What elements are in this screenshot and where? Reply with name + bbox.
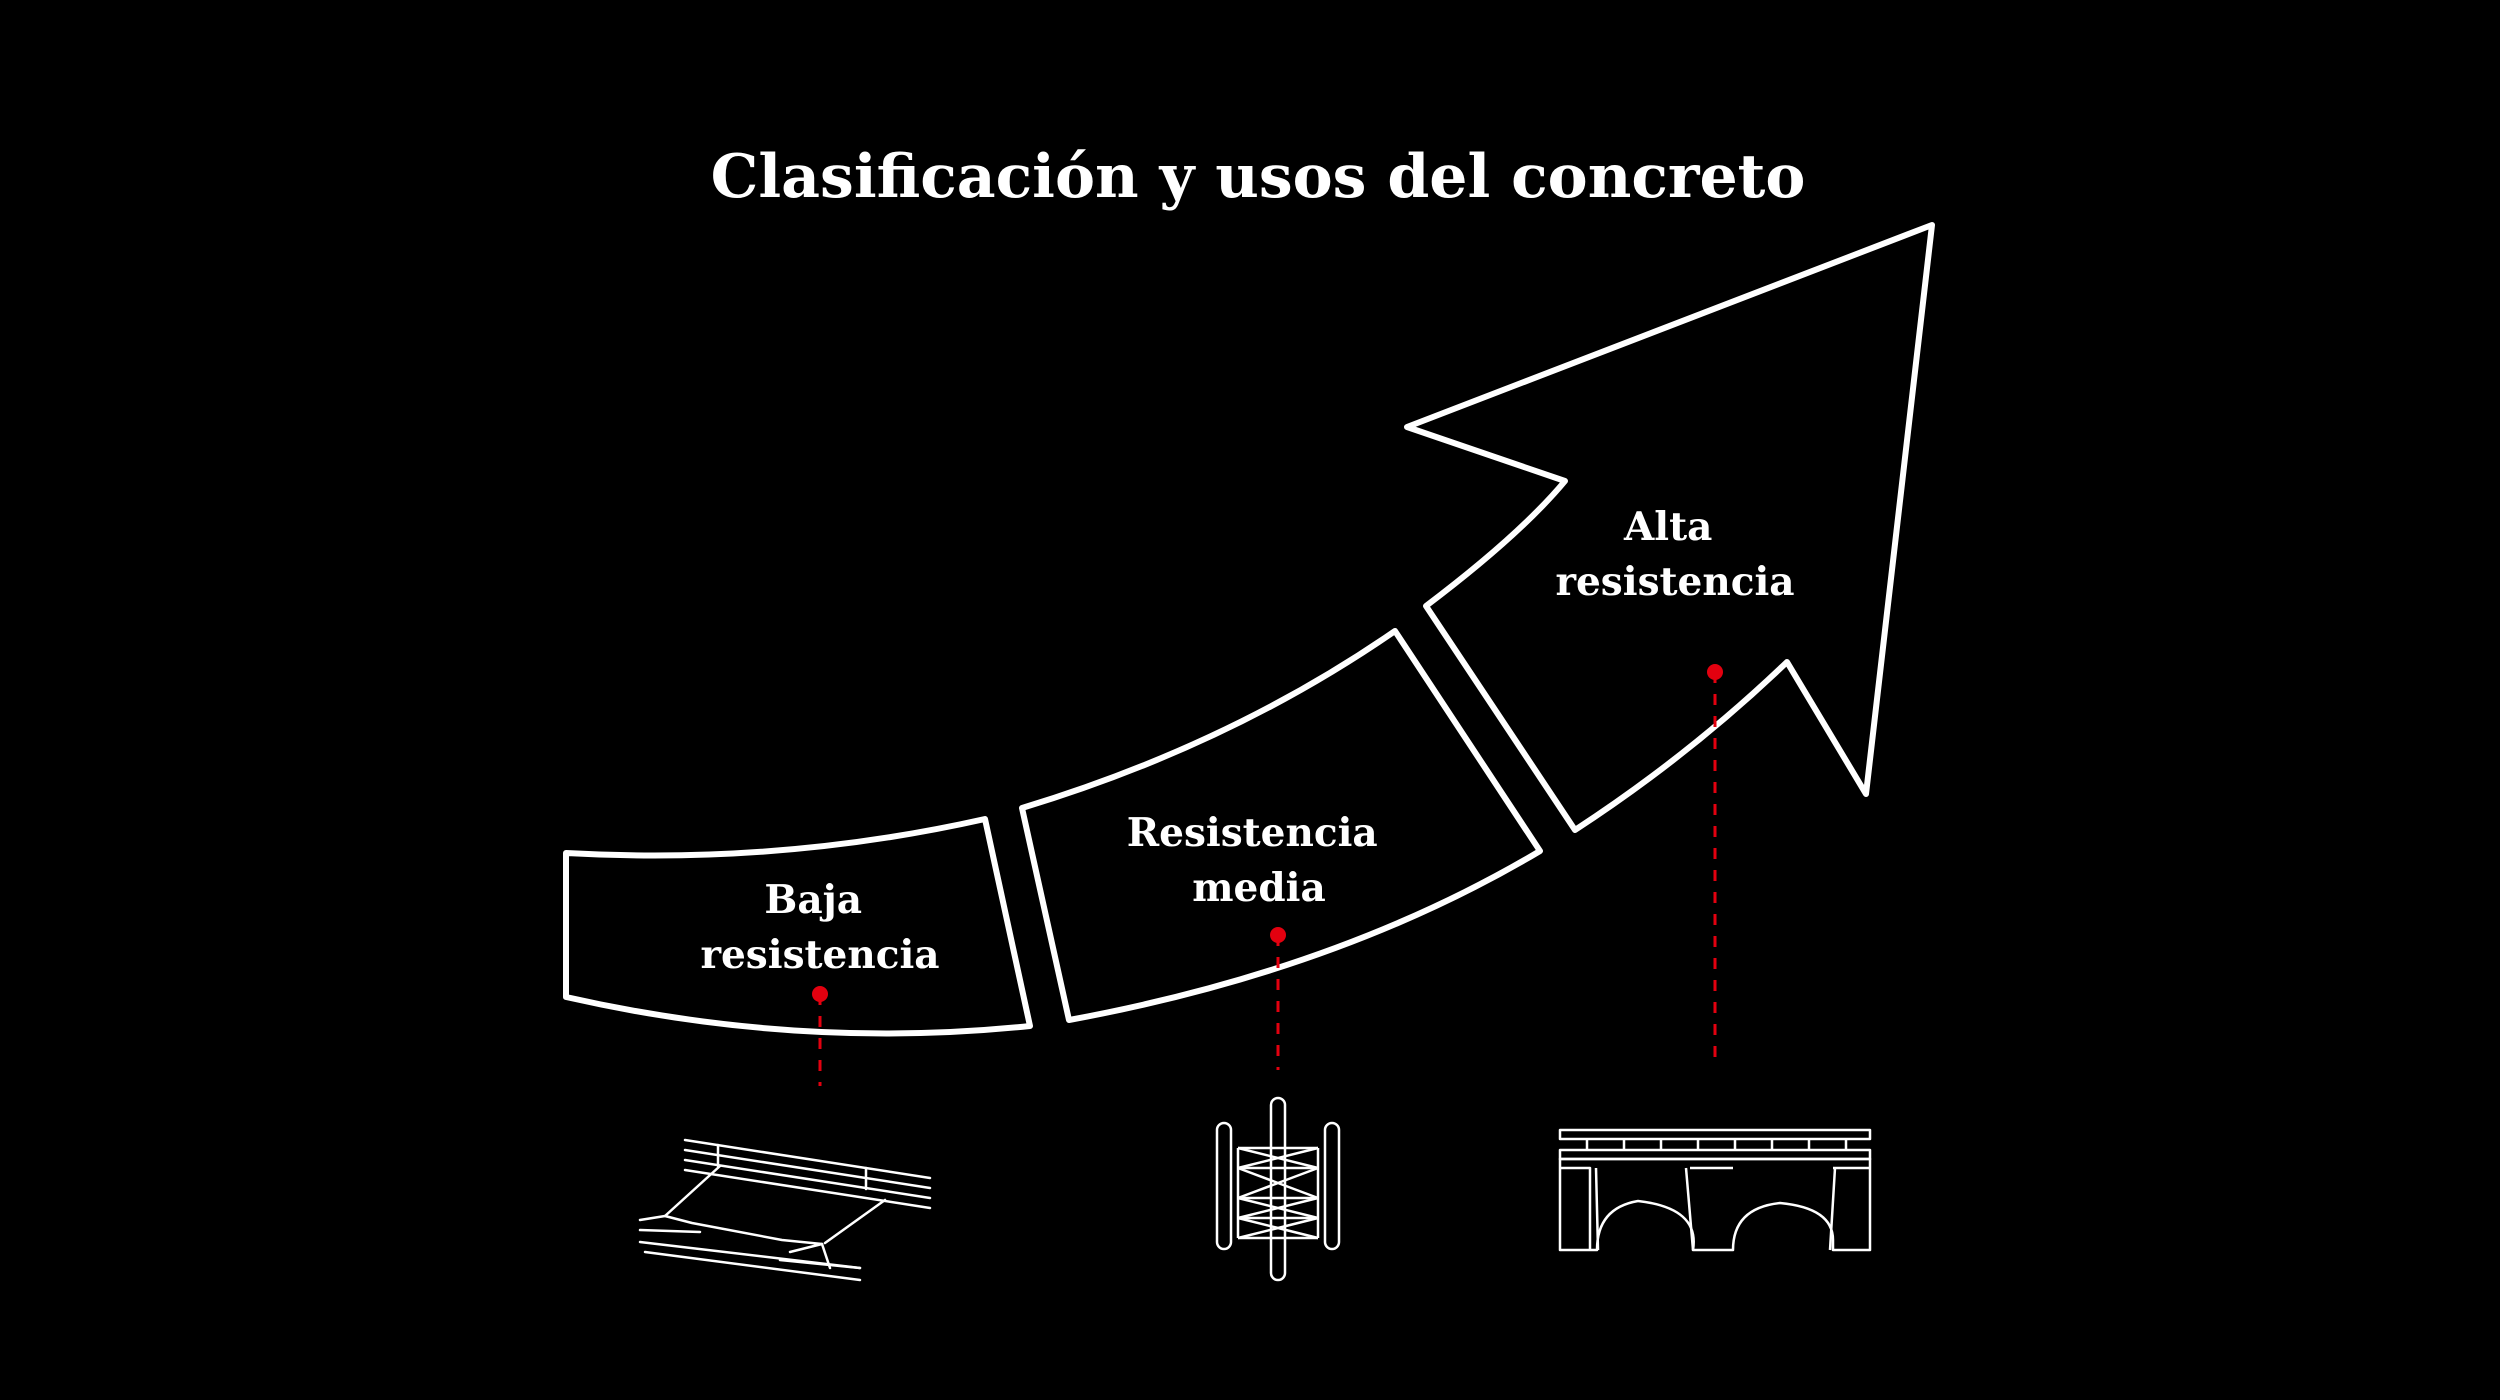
segment-high-label: Alta resistencia [1555, 504, 1794, 605]
tower-icon [1215, 1096, 1341, 1282]
road-icon [638, 1138, 932, 1282]
segment-low-label: Baja resistencia [700, 877, 939, 978]
segment-low-shape [563, 816, 1033, 1037]
segment-medium-label: Resistencia media [1127, 810, 1392, 911]
page-title: Clasificación y usos del concreto [711, 142, 1806, 212]
segment-medium-label-line1: Resistencia [1127, 810, 1378, 856]
segment-medium-label-line2: media [1192, 865, 1325, 911]
connector-medium-dot [1270, 927, 1286, 943]
segment-low-label-line1: Baja [764, 877, 862, 923]
connector-high-dot [1707, 664, 1723, 680]
connector-low-dot [812, 986, 828, 1002]
segment-low-label-line2: resistencia [700, 932, 939, 978]
segment-high-label-line1: Alta [1623, 504, 1712, 550]
segment-high-arrow-shape [1404, 222, 1935, 833]
bridge-icon [1558, 1128, 1872, 1252]
segment-high-label-line2: resistencia [1555, 559, 1794, 605]
segment-medium-shape [1019, 628, 1543, 1023]
